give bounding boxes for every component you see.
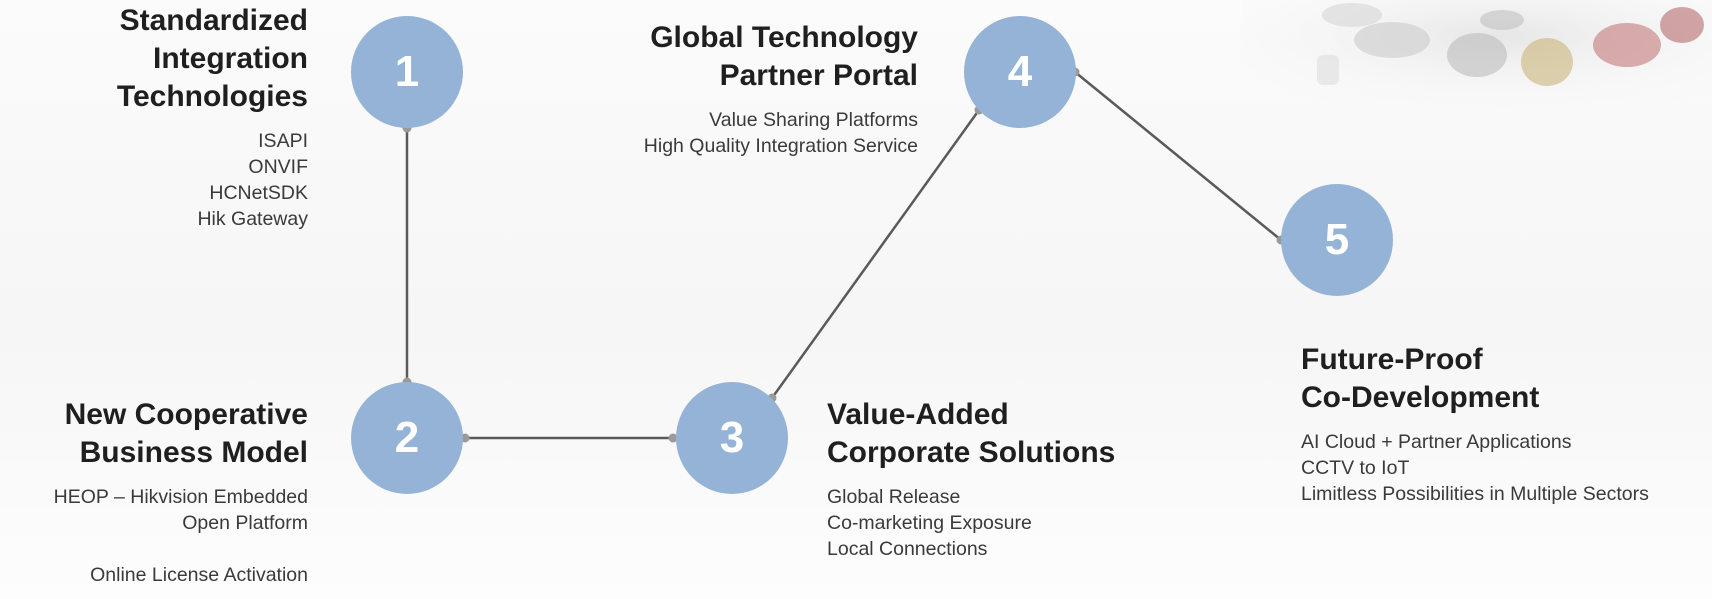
step-1-circle: 1 bbox=[351, 16, 463, 128]
list-item: AI Cloud + Partner Applications bbox=[1301, 431, 1572, 453]
list-item: Local Connections bbox=[827, 538, 988, 560]
step-3-block: Value-Added Corporate Solutions Global R… bbox=[827, 396, 1115, 562]
list-item: ISAPI bbox=[258, 130, 308, 152]
list-item: Open Platform bbox=[182, 512, 308, 534]
step-2-block: New Cooperative Business Model HEOP – Hi… bbox=[54, 396, 308, 588]
list-item: Limitless Possibilities in Multiple Sect… bbox=[1301, 483, 1649, 505]
connector-4-5 bbox=[1074, 71, 1282, 241]
step-5-block: Future-Proof Co-Development AI Cloud + P… bbox=[1301, 341, 1649, 507]
step-3-title: Value-Added Corporate Solutions bbox=[827, 398, 1116, 469]
step-2-items: HEOP – Hikvision Embedded Open Platform … bbox=[54, 484, 308, 588]
step-2-title: New Cooperative Business Model bbox=[64, 398, 308, 469]
step-3-circle: 3 bbox=[676, 382, 788, 494]
connector-dot bbox=[668, 433, 678, 443]
list-item: Online License Activation bbox=[90, 564, 308, 586]
step-5-title: Future-Proof Co-Development bbox=[1301, 343, 1540, 414]
list-item: HCNetSDK bbox=[209, 182, 308, 204]
step-5-circle: 5 bbox=[1281, 184, 1393, 296]
step-3-items: Global Release Co-marketing Exposure Loc… bbox=[827, 484, 1115, 562]
list-item: High Quality Integration Service bbox=[643, 135, 918, 157]
step-4-circle: 4 bbox=[964, 16, 1076, 128]
list-item: Hik Gateway bbox=[197, 208, 308, 230]
list-item: ONVIF bbox=[248, 156, 308, 178]
list-item: Co-marketing Exposure bbox=[827, 512, 1032, 534]
step-1-title: Standardized Integration Technologies bbox=[116, 4, 308, 113]
step-2-circle: 2 bbox=[351, 382, 463, 494]
list-item: HEOP – Hikvision Embedded bbox=[53, 486, 308, 508]
list-item: CCTV to IoT bbox=[1301, 457, 1410, 479]
step-5-items: AI Cloud + Partner Applications CCTV to … bbox=[1301, 429, 1649, 507]
list-item: Value Sharing Platforms bbox=[709, 109, 918, 131]
connector-3-4 bbox=[770, 109, 981, 399]
step-4-block: Global Technology Partner Portal Value S… bbox=[644, 19, 918, 159]
list-item: Global Release bbox=[827, 486, 961, 508]
step-4-title: Global Technology Partner Portal bbox=[650, 21, 918, 92]
step-4-items: Value Sharing Platforms High Quality Int… bbox=[644, 107, 918, 159]
step-1-items: ISAPI ONVIF HCNetSDK Hik Gateway bbox=[117, 128, 308, 232]
step-1-block: Standardized Integration Technologies IS… bbox=[117, 2, 308, 232]
